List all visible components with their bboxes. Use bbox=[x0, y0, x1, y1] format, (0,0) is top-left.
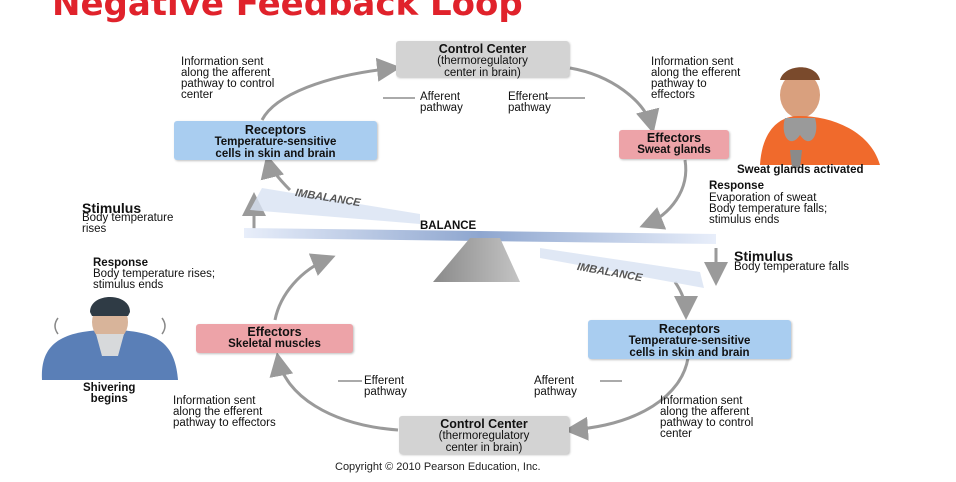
afferent-label-top: Afferent pathway bbox=[420, 91, 463, 114]
imbalance-left-ramp bbox=[250, 188, 420, 224]
arrow-effector-to-balance bbox=[639, 159, 688, 230]
stimulus-heading-top: Stimulus bbox=[82, 200, 142, 216]
response-heading-top: Response bbox=[709, 180, 764, 192]
arrow-imbalance-to-receptor-top bbox=[260, 154, 292, 192]
receptors-heading-bottom: Receptors bbox=[658, 322, 721, 336]
imbalance-right-ramp bbox=[540, 248, 704, 288]
receptors-line1-bottom: Temperature-sensitive bbox=[628, 335, 751, 347]
control-center-heading-top: Control Center bbox=[438, 42, 527, 56]
arrow-effector-to-balance-bottom bbox=[273, 253, 336, 321]
response-heading-bottom: Response bbox=[93, 257, 148, 269]
shivering-person-icon bbox=[41, 297, 178, 380]
receptors-line2-bottom: cells in skin and brain bbox=[629, 347, 750, 359]
receptors-heading-top: Receptors bbox=[244, 123, 307, 137]
effectors-heading-top: Effectors bbox=[646, 131, 702, 145]
page-title: Negative Feedback Loop bbox=[52, 0, 523, 24]
effectors-box-top: Effectors Sweat glands bbox=[619, 130, 729, 159]
info-afferent-top: Information sent along the afferent path… bbox=[181, 56, 275, 101]
info-afferent-bottom: Information sent along the afferent path… bbox=[660, 395, 754, 440]
arrow-control-to-effector-top bbox=[569, 66, 660, 134]
efferent-label-bottom: Efferent pathway bbox=[364, 375, 407, 398]
response-text-top: Evaporation of sweat Body temperature fa… bbox=[709, 192, 828, 226]
control-center-sub1-bottom: (thermoregulatory bbox=[438, 430, 530, 442]
arrow-receptor-to-control-bottom bbox=[564, 357, 690, 441]
shivering-begins-label: Shivering begins bbox=[83, 382, 136, 405]
effectors-heading-bottom: Effectors bbox=[247, 325, 302, 339]
stimulus-text-top: Body temperature rises bbox=[82, 212, 174, 235]
afferent-label-bottom: Afferent pathway bbox=[534, 375, 577, 398]
control-center-heading-bottom: Control Center bbox=[440, 417, 528, 431]
control-center-box-bottom: Control Center (thermoregulatory center … bbox=[399, 416, 569, 454]
sweating-person-icon bbox=[760, 67, 880, 168]
balance-label: BALANCE bbox=[420, 220, 477, 232]
stimulus-heading-bottom: Stimulus bbox=[734, 248, 794, 264]
control-center-box-top: Control Center (thermoregulatory center … bbox=[396, 41, 569, 79]
sweat-glands-activated-label: Sweat glands activated bbox=[737, 164, 864, 176]
arrow-receptor-to-control-top bbox=[260, 57, 401, 121]
copyright-text: Copyright © 2010 Pearson Education, Inc. bbox=[335, 461, 541, 473]
stimulus-text-bottom: Body temperature falls bbox=[734, 261, 850, 273]
control-center-sub2-top: center in brain) bbox=[444, 67, 521, 79]
effectors-line1-top: Sweat glands bbox=[637, 144, 711, 156]
fulcrum bbox=[433, 238, 520, 282]
control-center-sub2-bottom: center in brain) bbox=[445, 442, 523, 454]
balance-beam bbox=[244, 228, 716, 244]
receptors-box-bottom: Receptors Temperature-sensitive cells in… bbox=[588, 320, 791, 359]
response-text-bottom: Body temperature rises; stimulus ends bbox=[93, 268, 216, 291]
efferent-label-top: Efferent pathway bbox=[508, 91, 551, 114]
effectors-line1-bottom: Skeletal muscles bbox=[228, 338, 321, 350]
effectors-box-bottom: Effectors Skeletal muscles bbox=[196, 324, 353, 353]
receptors-line1-top: Temperature-sensitive bbox=[214, 136, 337, 148]
info-efferent-top: Information sent along the efferent path… bbox=[651, 56, 741, 101]
arrow-imbalance-to-receptor-bottom bbox=[673, 281, 698, 320]
receptors-box-top: Receptors Temperature-sensitive cells in… bbox=[174, 121, 377, 160]
info-efferent-bottom: Information sent along the efferent path… bbox=[173, 395, 276, 429]
arrow-control-to-effector-bottom bbox=[269, 352, 399, 432]
receptors-line2-top: cells in skin and brain bbox=[215, 148, 336, 160]
control-center-sub1-top: (thermoregulatory bbox=[437, 55, 528, 67]
